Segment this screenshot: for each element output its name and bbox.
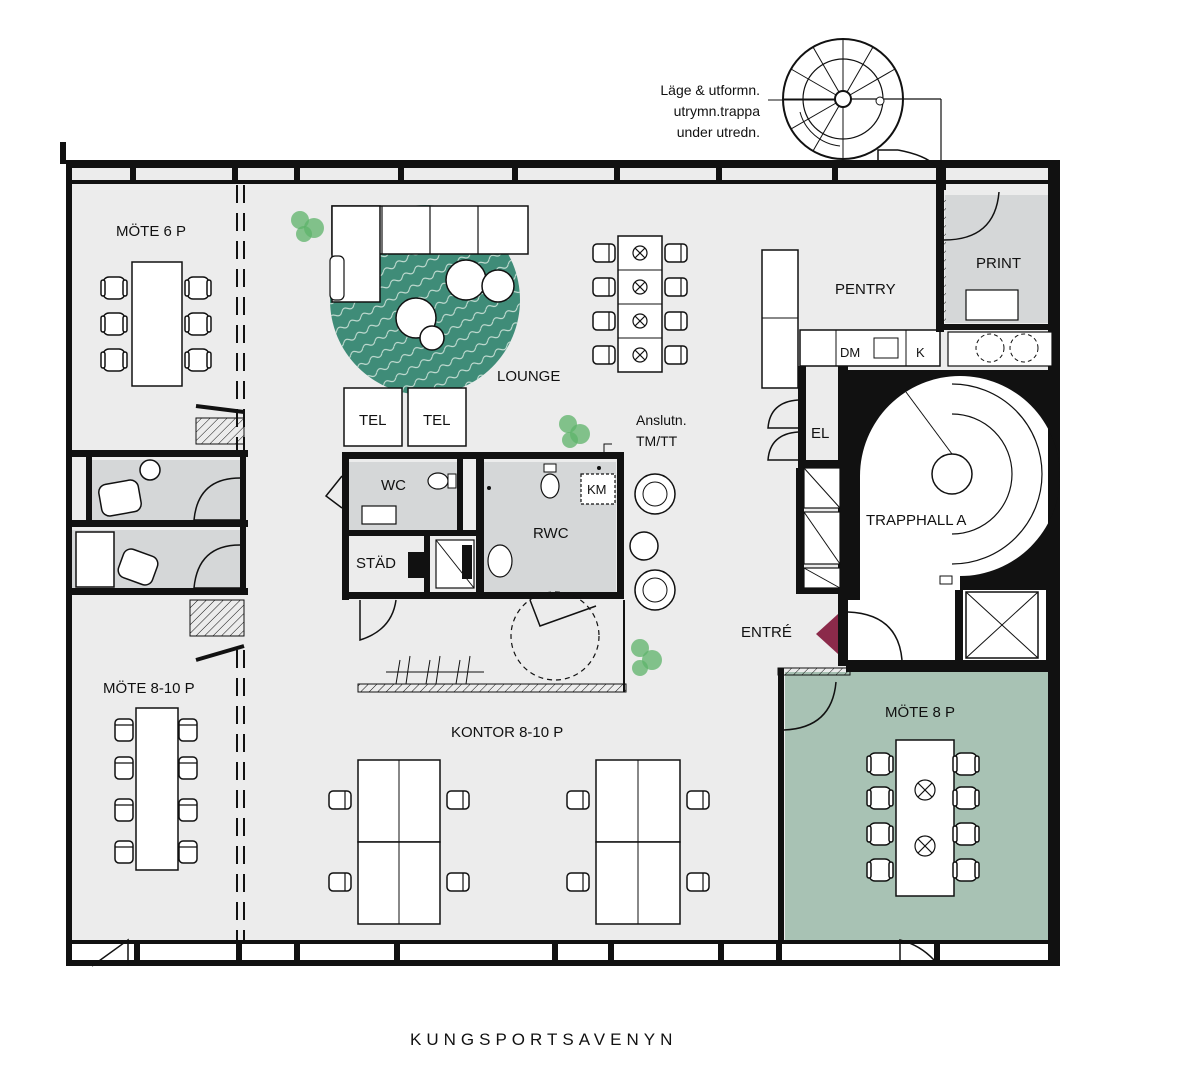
dashed-partition [236, 185, 245, 940]
facade-door-bottom-left [91, 938, 129, 967]
stair-note-line-3: under utredn. [677, 124, 760, 140]
mote8-walls [777, 667, 980, 940]
tel-booth-2 [407, 387, 467, 447]
mote6-table [100, 261, 212, 387]
stair-note-line-1: Läge & utformn. [660, 82, 760, 98]
room-label-mote8: MÖTE 8 P [885, 703, 955, 721]
connection-note-line-2: TM/TT [636, 433, 678, 449]
room-label-tel-1: TEL [359, 412, 387, 429]
stair-hall-walls [846, 370, 1060, 672]
el-shafts [767, 366, 848, 666]
room-label-kontor: KONTOR 8-10 P [451, 724, 563, 741]
room-label-el: EL [811, 425, 829, 442]
room-label-dm: DM [840, 345, 860, 360]
room-label-stad: STÄD [356, 555, 396, 572]
toilet-core [324, 443, 624, 681]
room-label-print: PRINT [976, 255, 1021, 272]
room-label-entre: ENTRÉ [741, 624, 792, 641]
spiral-stair [768, 38, 942, 166]
room-label-km: KM [587, 482, 607, 497]
room-label-lounge: LOUNGE [497, 368, 560, 385]
cafe-table [592, 235, 688, 373]
office-desks [328, 759, 710, 925]
mote810-table [114, 707, 198, 871]
facade-door-bottom-right [899, 939, 935, 966]
entry-arrow-icon [816, 614, 838, 654]
room-label-tel-2: TEL [423, 412, 451, 429]
room-label-trapphall: TRAPPHALL A [866, 512, 966, 529]
facade-door-top [877, 149, 937, 167]
hatch-stub-1 [195, 417, 245, 445]
room-label-rwc: RWC [533, 525, 569, 542]
room-label-mote6: MÖTE 6 P [116, 222, 186, 240]
street-name: KUNGSPORTSAVENYN [410, 1030, 677, 1049]
hatch-stub-2 [189, 599, 245, 637]
lounge-area [329, 205, 529, 395]
pentry-counter [761, 249, 941, 389]
tel-booth-1 [343, 387, 403, 447]
room-label-wc: WC [381, 477, 406, 494]
lounge-armchairs [629, 473, 676, 611]
stair-note-line-2: utrymn.trappa [674, 103, 761, 119]
print-room-walls [936, 186, 1054, 367]
coat-rack [357, 600, 627, 693]
left-offices [66, 450, 248, 595]
room-label-k: K [916, 345, 925, 360]
plant-icon [291, 211, 662, 676]
room-label-mote810: MÖTE 8-10 P [103, 679, 195, 697]
connection-note-line-1: Anslutn. [636, 412, 687, 428]
room-label-pentry: PENTRY [835, 281, 896, 298]
